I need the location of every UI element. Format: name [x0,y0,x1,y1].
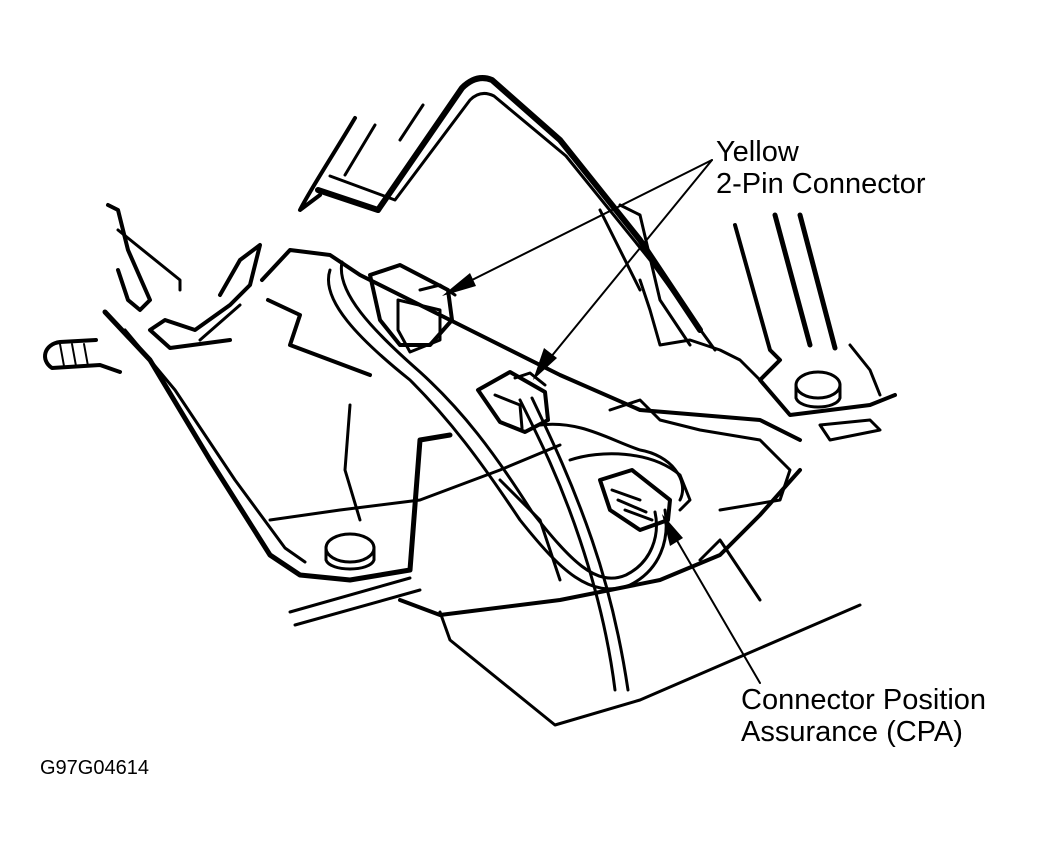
leader-arrows [442,159,761,684]
main-housing [102,248,862,727]
yellow-connector-callout: Yellow 2-Pin Connector [716,136,926,201]
left-bracket [43,203,262,374]
right-bracket [598,203,897,442]
callout-line: Assurance (CPA) [741,716,963,749]
cpa-callout: Connector Position Assurance (CPA) [741,684,986,749]
callout-line: Connector Position [741,684,987,716]
arrowhead-cpa [662,514,683,546]
arrowhead-upper-connector [442,273,476,296]
arrowhead-lower-connector [533,348,557,380]
bolt-right [794,370,842,409]
yellow-connector-lower [476,370,550,434]
callout-line: Yellow [716,136,799,168]
cpa-connector [568,452,692,532]
wire-harness [327,260,685,692]
bolt-left [324,532,376,571]
callout-line: 2-Pin Connector [716,168,926,201]
upper-harness-rail [298,75,717,352]
figure-id-label: G97G04614 [40,757,149,779]
